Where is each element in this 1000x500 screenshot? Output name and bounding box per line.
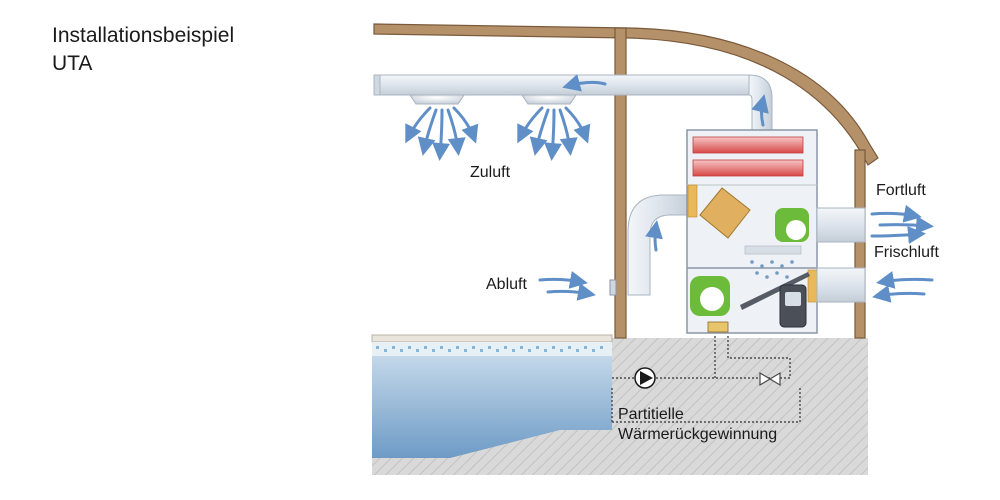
air-handling-unit [686, 129, 818, 334]
fresh-air-label: Frischluft [874, 244, 939, 261]
outdoor-ducts [816, 207, 866, 303]
extract-air-label: Abluft [486, 276, 527, 293]
pump-icon [634, 367, 656, 389]
heat-recovery-pipes [611, 335, 801, 423]
heat-exchanger-icon [699, 187, 751, 239]
fan-icon [690, 276, 730, 316]
heating-coil-icon [692, 136, 804, 154]
page-title-line1: Installationsbeispiel [52, 24, 235, 47]
valve-icon [759, 371, 781, 387]
page-title-line2: UTA [52, 52, 93, 75]
compressor-icon [779, 284, 807, 328]
heat-recovery-label-line1: Partitielle [618, 406, 684, 423]
airflow-arrow-icon [538, 204, 934, 303]
exhaust-air-label: Fortluft [876, 182, 926, 199]
heating-coil-icon [692, 159, 804, 177]
pool-tiles [376, 346, 603, 352]
airflow-arrow-icon [405, 74, 769, 161]
supply-duct [373, 74, 773, 131]
pool [371, 334, 613, 458]
control-box [707, 321, 729, 333]
diffuser-icon [409, 94, 577, 105]
building-walls [373, 23, 879, 339]
supply-air-label: Zuluft [470, 164, 511, 181]
heat-recovery-label-line2: Wärmerückgewinnung [618, 426, 778, 443]
fan-icon [775, 208, 809, 242]
page-title: Installationsbeispiel UTA [52, 22, 234, 78]
